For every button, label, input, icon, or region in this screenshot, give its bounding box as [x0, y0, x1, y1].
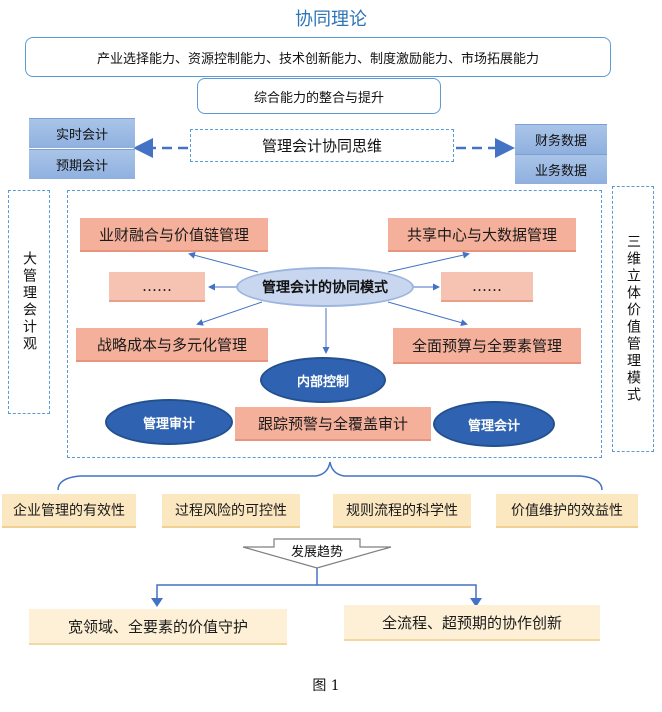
- module-mid-left: ……: [109, 272, 205, 302]
- capabilities-box: 产业选择能力、资源控制能力、技术创新能力、制度激励能力、市场拓展能力: [25, 37, 611, 77]
- integration-box: 综合能力的整合与提升: [197, 78, 441, 114]
- left-view-box: 大管理会计观: [8, 190, 50, 414]
- center-mode-ellipse: 管理会计的协同模式: [236, 267, 414, 307]
- module-mid-right: ……: [441, 272, 533, 302]
- final-box-1: 宽领域、全要素的价值守护: [29, 609, 287, 645]
- outcome-4: 价值维护的效益性: [496, 494, 638, 528]
- final-box-2: 全流程、超预期的协作创新: [344, 605, 600, 641]
- mode-frame: [67, 190, 602, 458]
- audit-ellipse: 管理审计: [105, 399, 233, 445]
- right-view-box: 三维立体价值管理模式: [612, 186, 654, 452]
- right-box-finance: 财务数据: [515, 124, 607, 154]
- trend-arrow-shape: [242, 538, 392, 569]
- left-view-label: 大管理会计观: [21, 251, 37, 353]
- right-view-label: 三维立体价值管理模式: [625, 234, 641, 404]
- figure-caption: 图 1: [312, 678, 340, 694]
- left-box-realtime: 实时会计: [29, 118, 135, 148]
- bottom-brace: [57, 461, 603, 491]
- outcome-2: 过程风险的可控性: [162, 494, 300, 528]
- module-tracking: 跟踪预警与全覆盖审计: [235, 407, 431, 441]
- outcome-3: 规则流程的科学性: [333, 494, 471, 528]
- thinking-box: 管理会计协同思维: [190, 129, 454, 162]
- right-box-business: 业务数据: [515, 154, 607, 184]
- internal-control-ellipse: 内部控制: [260, 357, 386, 403]
- trend-label: 发展趋势: [290, 544, 343, 560]
- diagram-title: 协同理论: [295, 9, 367, 30]
- module-bottom-left: 战略成本与多元化管理: [76, 328, 268, 362]
- outcome-1: 企业管理的有效性: [2, 494, 136, 528]
- module-top-right: 共享中心与大数据管理: [388, 218, 576, 252]
- module-bottom-right: 全面预算与全要素管理: [393, 328, 581, 364]
- module-top-left: 业财融合与价值链管理: [80, 218, 268, 252]
- left-box-forecast: 预期会计: [29, 149, 135, 179]
- accounting-ellipse: 管理会计: [433, 401, 555, 447]
